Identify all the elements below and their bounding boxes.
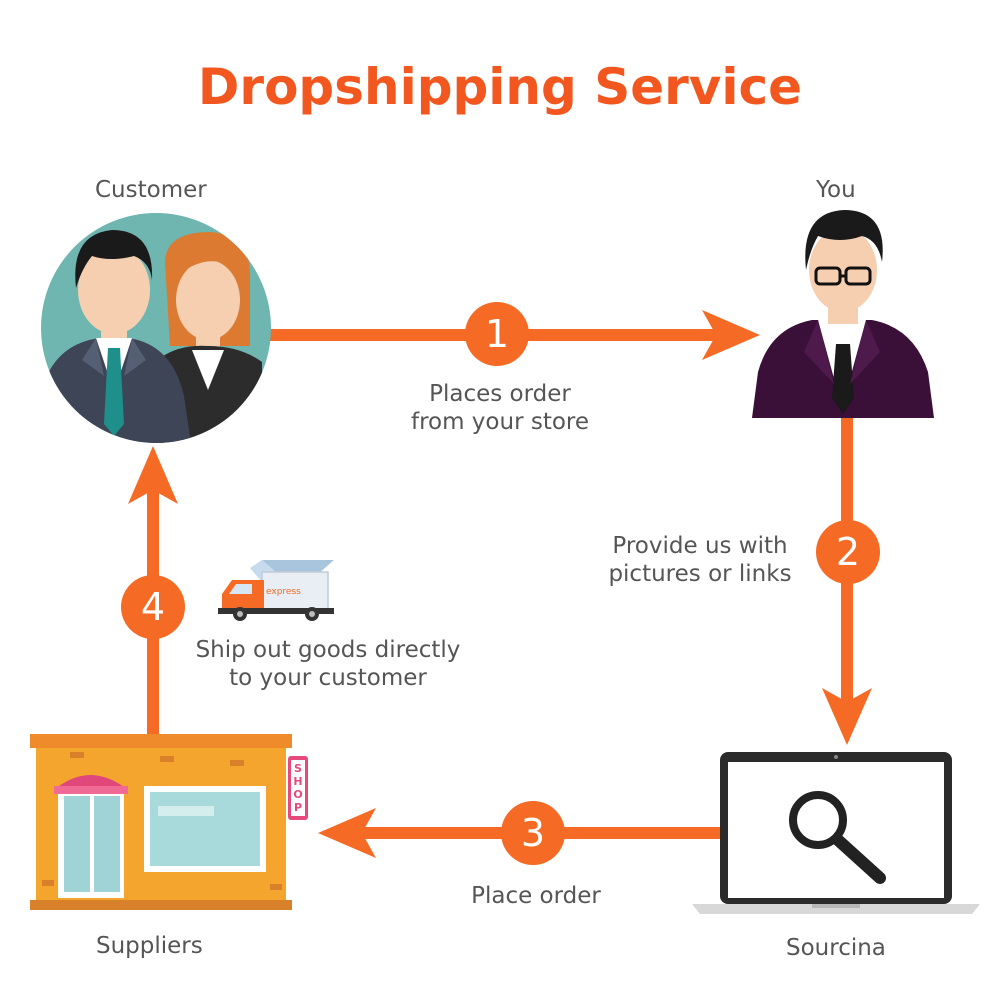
page-title: Dropshipping Service [0, 58, 1000, 116]
step-4-line-1: Ship out goods directly [170, 636, 486, 664]
shop-sign-o: O [293, 788, 302, 801]
suppliers-label: Suppliers [96, 932, 203, 960]
delivery-truck-icon: express [218, 560, 334, 621]
step-1-description: Places order from your store [380, 380, 620, 436]
you-businessman-icon [752, 210, 934, 418]
step-3-line-1: Place order [436, 882, 636, 910]
step-2-line-1: Provide us with [590, 532, 810, 560]
shop-icon: S H O P [30, 734, 308, 910]
laptop-search-icon [692, 752, 980, 914]
customer-label: Customer [95, 176, 207, 204]
step-2-description: Provide us with pictures or links [590, 532, 810, 588]
step-2-line-2: pictures or links [590, 560, 810, 588]
you-label: You [816, 176, 856, 204]
step-1-line-2: from your store [380, 408, 620, 436]
step-1-badge: 1 [465, 302, 529, 366]
shop-sign-s: S [294, 762, 302, 775]
step-3-description: Place order [436, 882, 636, 910]
step-1-line-1: Places order [380, 380, 620, 408]
step-4-line-2: to your customer [170, 664, 486, 692]
sourcina-label: Sourcina [786, 934, 886, 962]
customer-icon [32, 213, 271, 450]
step-2-badge: 2 [816, 520, 880, 584]
shop-sign-h: H [293, 775, 302, 788]
shop-sign-p: P [294, 801, 302, 814]
step-4-badge: 4 [121, 575, 185, 639]
step-3-badge: 3 [501, 801, 565, 865]
truck-express-text: express [266, 587, 301, 597]
step-4-description: Ship out goods directly to your customer [170, 636, 486, 692]
